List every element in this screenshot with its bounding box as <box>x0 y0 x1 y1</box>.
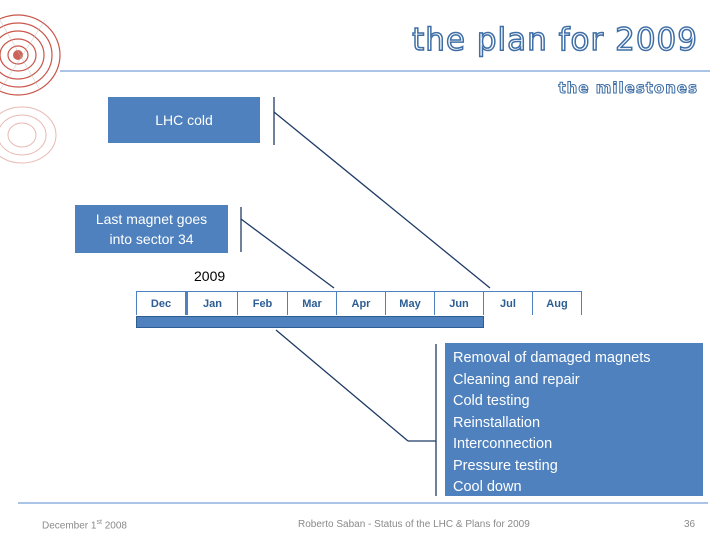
task-item: Interconnection <box>453 436 553 452</box>
page-number: 36 <box>684 519 696 530</box>
logo-rings-icon <box>0 14 61 164</box>
lhc-cold-connector <box>273 111 491 289</box>
month-mar: Mar <box>287 291 337 315</box>
task-item: Removal of damaged magnets <box>453 350 651 366</box>
page-subtitle: the milestones <box>558 79 698 98</box>
timeline-year: 2009 <box>194 268 226 284</box>
month-feb: Feb <box>237 291 288 315</box>
task-item: Cold testing <box>453 393 530 409</box>
repair-period-bar <box>136 316 484 328</box>
footer-date-sup: st <box>96 519 102 526</box>
lhc-cold-box: LHC cold <box>108 97 260 143</box>
task-item: Cool down <box>453 479 522 495</box>
tasks-box: Removal of damaged magnets Cleaning and … <box>445 343 703 496</box>
last-magnet-label-line1: Last magnet goes <box>95 211 208 227</box>
task-item: Reinstallation <box>453 414 541 431</box>
month-dec: Dec <box>136 291 188 315</box>
footer-date-suffix: 2008 <box>101 520 127 532</box>
month-jun: Jun <box>434 291 484 315</box>
footer-rule <box>18 502 708 504</box>
task-item: Cleaning and repair <box>453 371 580 388</box>
title-rule <box>60 70 710 72</box>
task-item: Pressure testing <box>453 457 558 474</box>
last-magnet-connector <box>240 218 335 289</box>
month-apr: Apr <box>336 291 386 315</box>
footer-date: December 1st 2008 <box>42 519 127 531</box>
last-magnet-label-line2: into sector 34 <box>109 231 194 247</box>
page-title: the plan for 2009 <box>411 21 698 59</box>
footer-title: Roberto Saban - Status of the LHC & Plan… <box>298 519 530 530</box>
month-may: May <box>385 291 435 315</box>
last-magnet-box: Last magnet goes into sector 34 <box>75 205 228 253</box>
lhc-cold-label: LHC cold <box>155 112 213 128</box>
month-aug: Aug <box>532 291 582 315</box>
tasks-connector <box>275 329 409 442</box>
timeline-months: Dec Jan Feb Mar Apr May Jun Jul Aug <box>136 291 582 315</box>
footer-date-prefix: December 1 <box>42 520 97 532</box>
month-jan: Jan <box>187 291 238 315</box>
month-jul: Jul <box>483 291 533 315</box>
